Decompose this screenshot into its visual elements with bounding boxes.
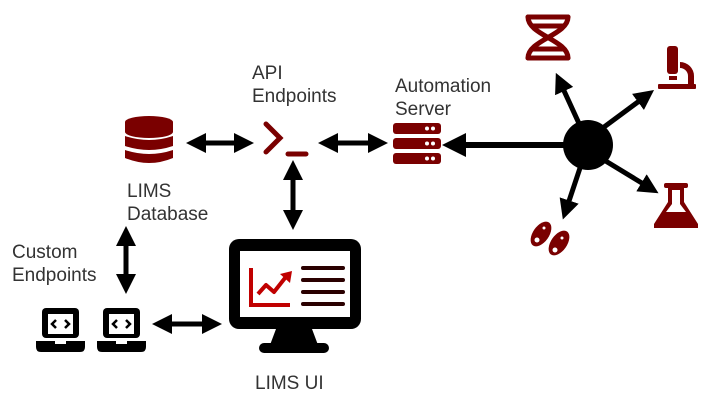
api-endpoints-label-line2: Endpoints [252,86,337,107]
monitor-chart-icon [229,239,361,353]
bacteria-icon [530,221,570,256]
arrow-hub-microscope [598,90,655,133]
lims-database-label-line2: Database [127,204,209,225]
arrow-hub-bacteria [559,161,585,220]
lims-database-label-line1: LIMS [127,181,172,202]
api-endpoints-label: API Endpoints [252,62,337,108]
custom-endpoints-label: Custom Endpoints [12,241,97,287]
laptop-code-icon-2 [97,308,146,352]
api-endpoints-label-line1: API [252,63,283,84]
custom-endpoints-label-line2: Endpoints [12,265,97,286]
automation-server-label-line1: Automation [395,76,492,97]
automation-server-label-line2: Server [395,99,451,120]
flask-icon [654,183,698,228]
dna-icon [525,14,571,61]
microscope-icon [658,46,696,89]
database-icon [125,116,173,163]
automation-server-label: Automation Server [395,75,491,121]
server-icon [393,123,441,164]
custom-endpoints-label-line1: Custom [12,242,78,263]
lims-database-label: LIMS Database [127,180,208,226]
lims-ui-label: LIMS UI [255,373,324,394]
terminal-icon [263,121,309,157]
laptop-code-icon-1 [36,308,85,352]
arrow-hub-flask [602,157,659,194]
hub-circle [563,120,613,170]
